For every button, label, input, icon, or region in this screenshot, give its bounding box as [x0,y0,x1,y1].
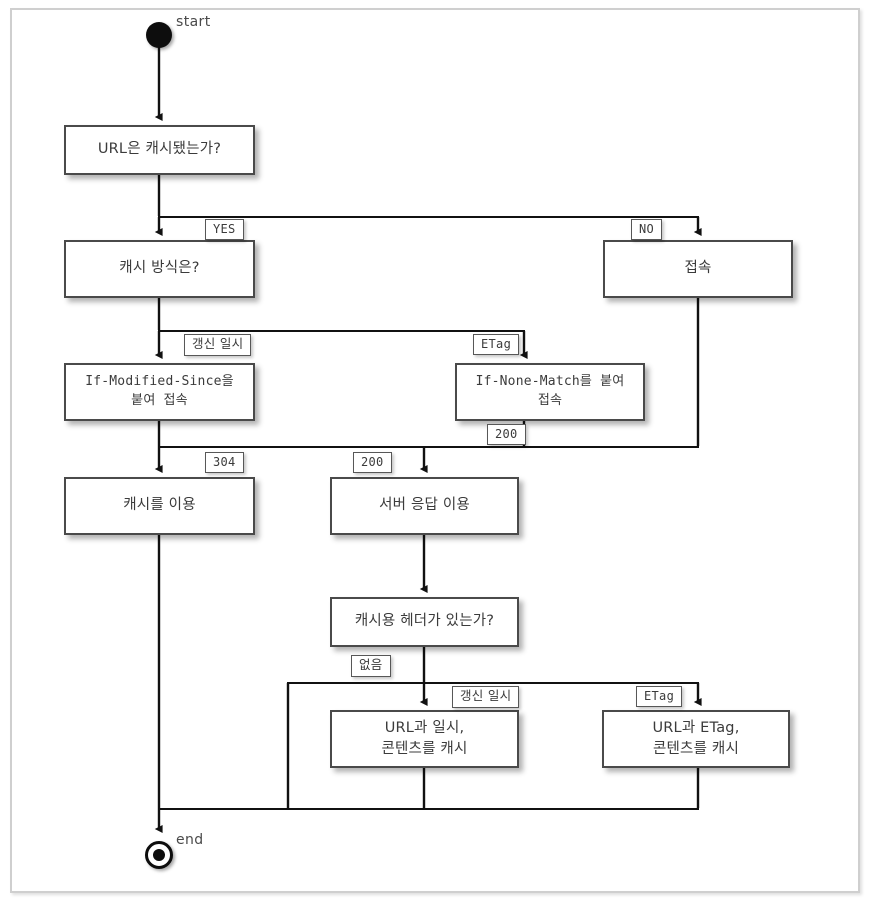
node-cache-method-label: 캐시 방식은? [119,260,200,277]
node-if-none-match[interactable]: If-None-Match를 붙여 접속 [455,363,645,421]
node-if-modified-since[interactable]: If-Modified-Since을 붙여 접속 [64,363,255,421]
node-url-cached[interactable]: URL은 캐시됐는가? [64,125,255,175]
node-use-server-response-label: 서버 응답 이용 [379,497,470,514]
node-has-cache-header[interactable]: 캐시용 헤더가 있는가? [330,597,519,647]
end-label: end [176,832,204,848]
start-node [146,22,172,48]
edge-label-etag: ETag [473,334,520,355]
node-has-cache-header-label: 캐시용 헤더가 있는가? [354,613,495,630]
node-use-cache[interactable]: 캐시를 이용 [64,477,255,535]
edge-label-no: NO [631,219,663,240]
end-node [145,841,173,869]
node-use-cache-label: 캐시를 이용 [123,497,196,514]
node-url-cached-label: URL은 캐시됐는가? [97,141,222,158]
node-cache-url-date-label: URL과 일시, 콘텐츠를 캐시 [381,719,468,757]
node-connect[interactable]: 접속 [603,240,793,298]
edge-label-status-200-left: 200 [353,452,392,473]
edge-label-status-304: 304 [205,452,244,473]
node-cache-url-date[interactable]: URL과 일시, 콘텐츠를 캐시 [330,710,519,768]
node-connect-label: 접속 [684,260,712,277]
node-cache-url-etag[interactable]: URL과 ETag, 콘텐츠를 캐시 [602,710,790,768]
edge-label-none: 없음 [351,655,391,677]
edge-label-update-date: 갱신 일시 [184,334,252,356]
edge-label-yes: YES [205,219,244,240]
edge-label-update-date-2: 갱신 일시 [452,686,520,708]
node-cache-url-etag-label: URL과 ETag, 콘텐츠를 캐시 [652,719,740,757]
start-label: start [176,14,211,30]
node-use-server-response[interactable]: 서버 응답 이용 [330,477,519,535]
node-cache-method[interactable]: 캐시 방식은? [64,240,255,298]
edge-label-status-200-mid: 200 [487,424,526,445]
node-if-modified-since-label: If-Modified-Since을 붙여 접속 [85,374,234,408]
edge-label-etag-2: ETag [636,686,683,707]
node-if-none-match-label: If-None-Match를 붙여 접속 [475,374,625,408]
